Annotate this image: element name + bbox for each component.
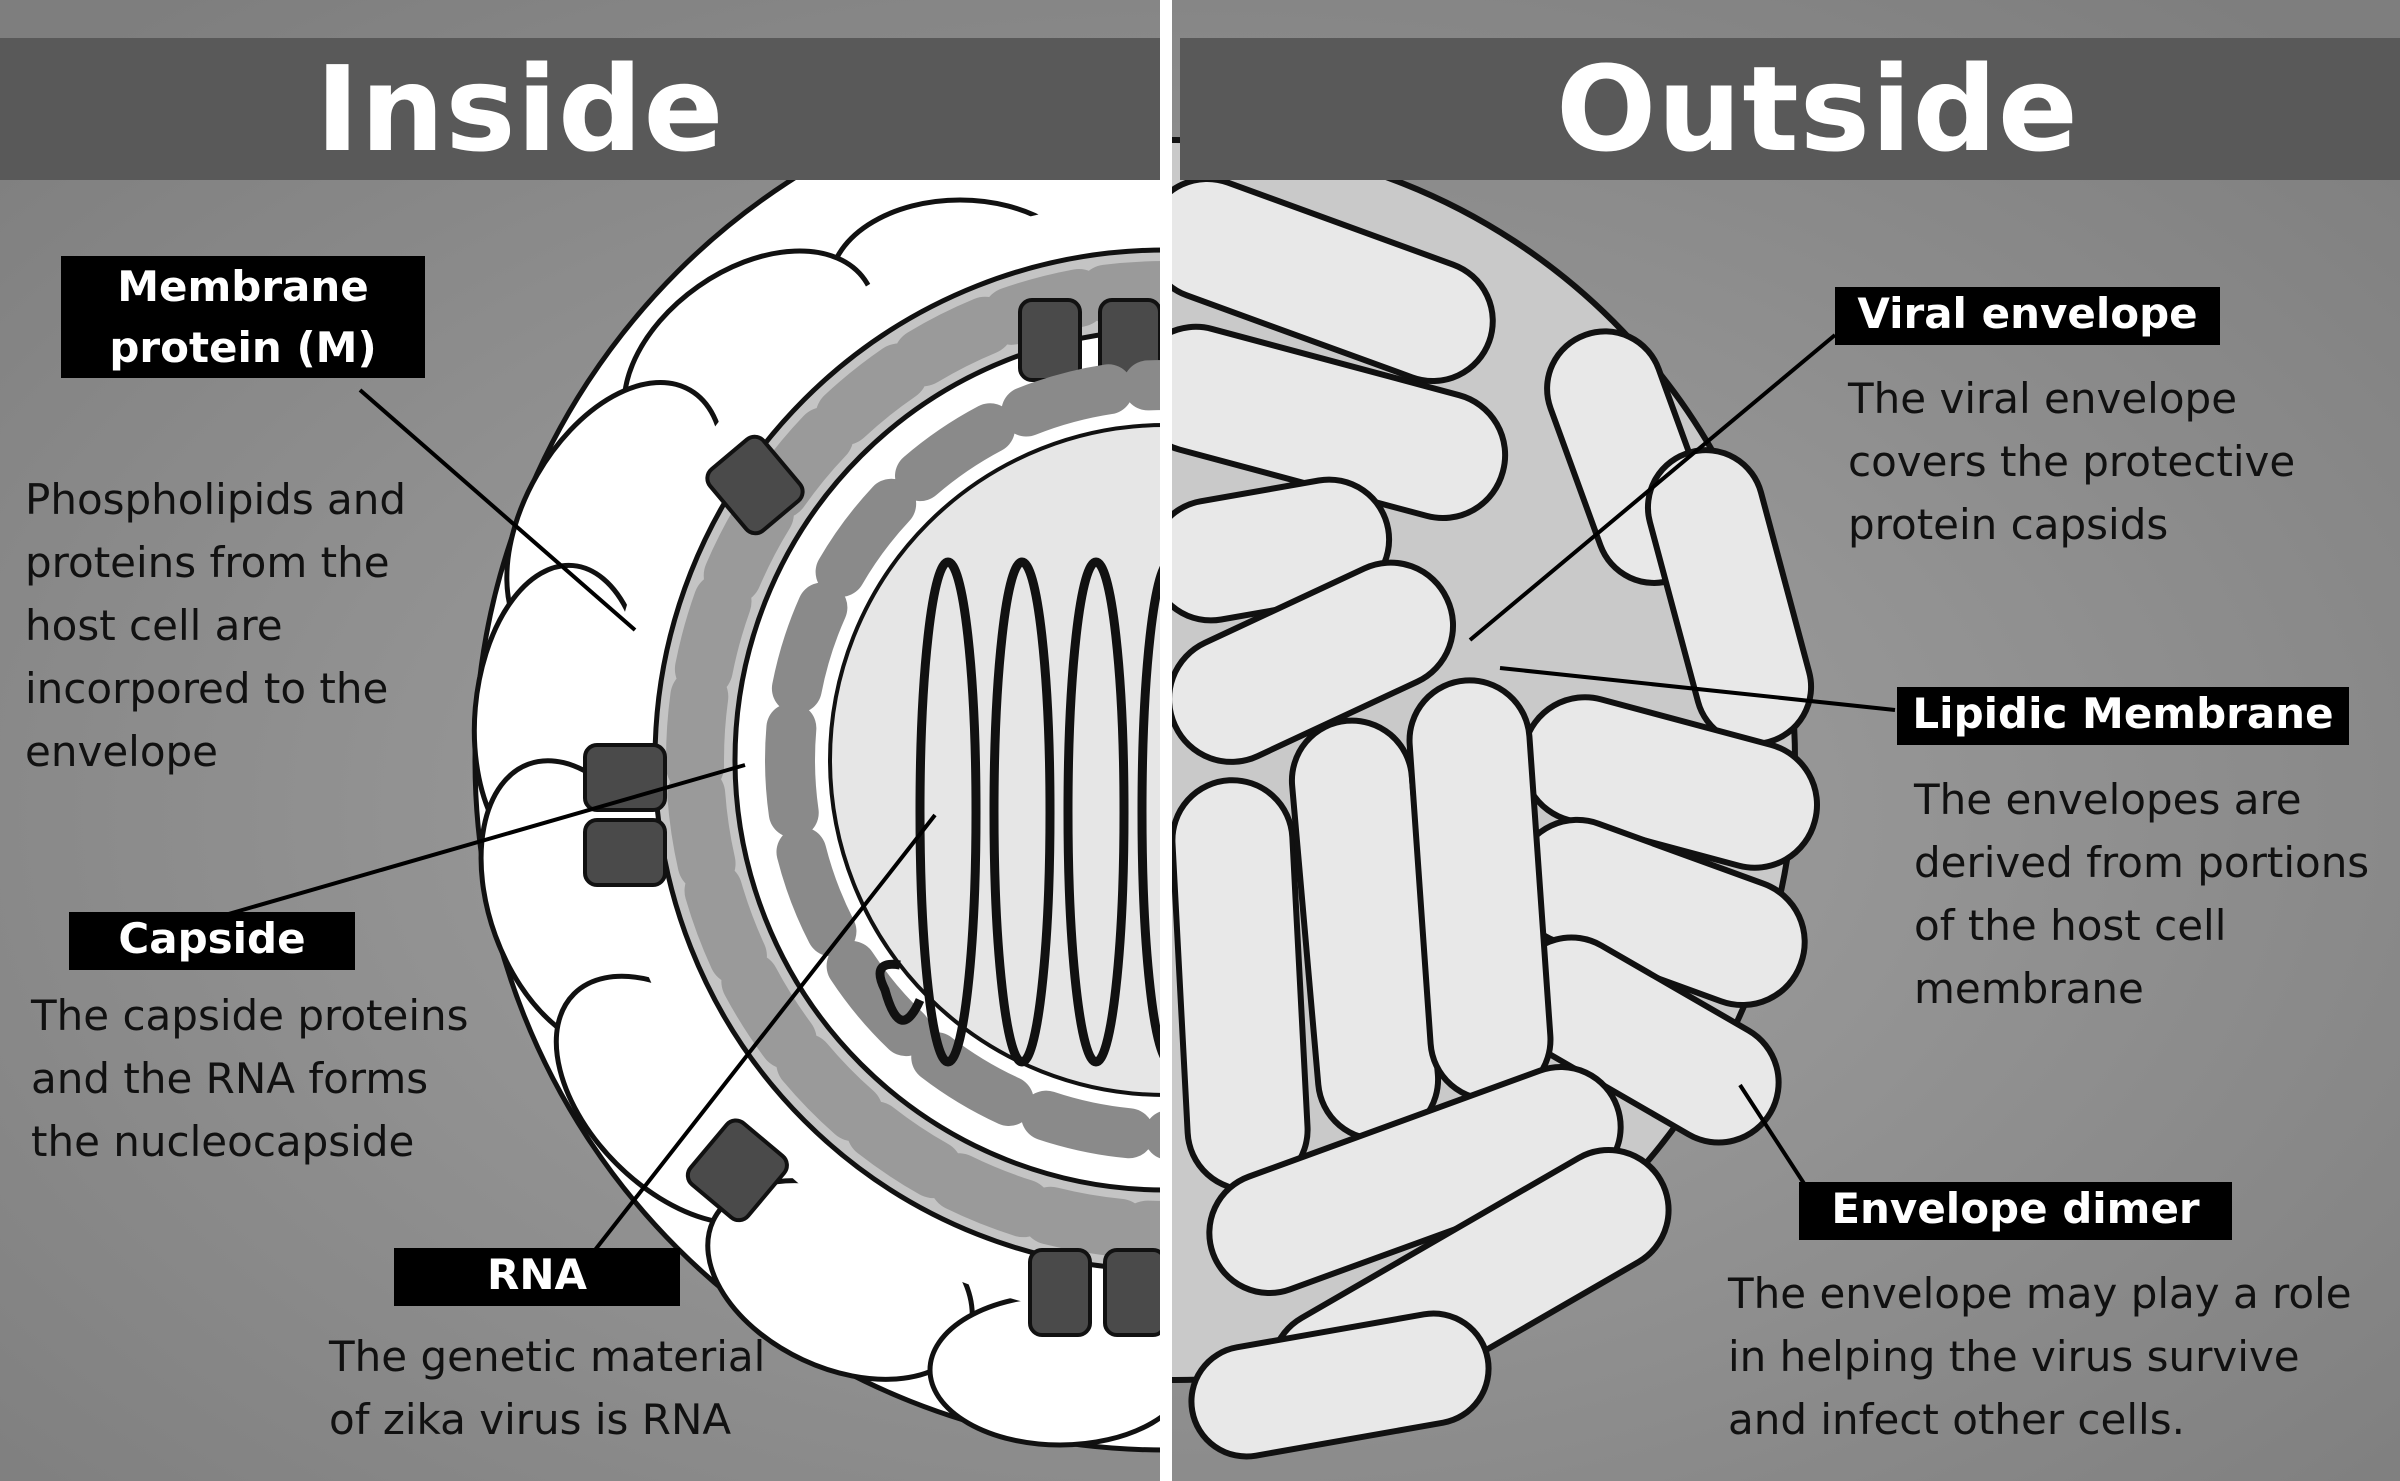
envelope-dimer-label: Envelope dimer (1799, 1182, 2232, 1240)
capside-description: The capside proteins and the RNA forms t… (31, 991, 469, 1166)
inside-title: Inside (315, 40, 725, 178)
outside-header-bar (1180, 38, 2400, 180)
rna-label: RNA (394, 1248, 680, 1306)
outside-title: Outside (1556, 40, 2079, 178)
capside-label: Capside (69, 912, 355, 970)
membrane-protein-description: Phospholipids and proteins from the host… (25, 475, 407, 776)
viral-envelope-label: Viral envelope (1835, 287, 2220, 345)
viral-envelope-description: The viral envelope covers the protective… (1848, 374, 2296, 549)
leader-lines (224, 333, 1896, 1252)
envelope-dimers (1168, 175, 1821, 1460)
virus-cross-section (471, 67, 1168, 1453)
panel-divider (1160, 0, 1172, 1481)
envelope-dimer-description: The envelope may play a role in helping … (1728, 1269, 2352, 1444)
inside-header-bar (0, 38, 1160, 180)
lipidic-membrane-description: The envelopes are derived from portions … (1914, 775, 2370, 1013)
lipidic-membrane-label: Lipidic Membrane (1897, 687, 2349, 745)
membrane-proteins (583, 298, 1167, 1337)
rna-coil (875, 557, 1168, 1067)
rna-description: The genetic material of zika virus is RN… (329, 1332, 766, 1444)
virus-surface (1168, 137, 1821, 1460)
membrane-protein-label: Membrane protein (M) (61, 256, 425, 378)
